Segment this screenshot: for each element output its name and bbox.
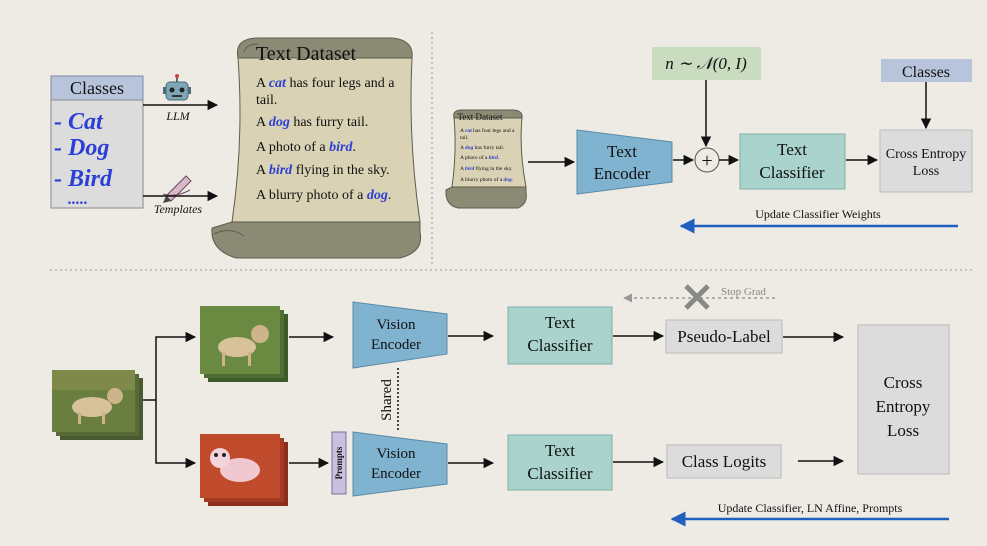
branch-up (155, 331, 197, 400)
svg-text:Class Logits: Class Logits (682, 452, 767, 471)
class-logits-box: Class Logits (666, 444, 782, 479)
svg-text:Classes: Classes (902, 64, 950, 81)
cross-entropy-loss-top: Cross Entropy Loss (879, 129, 973, 193)
svg-text:Loss: Loss (913, 164, 939, 179)
pseudo-label-box: Pseudo-Label (665, 319, 783, 354)
update-bottom-label: Update Classifier, LN Affine, Prompts (718, 501, 903, 515)
small-sentence: A bird flying in the sky. (460, 165, 513, 172)
small-sentence: A dog has furry tail. (460, 144, 505, 151)
noise-box: n ∼ 𝒩(0, I) (652, 47, 761, 80)
small-sentence: A photo of a bird. (460, 154, 500, 161)
classes-box-top: Classes (881, 59, 972, 82)
small-dataset-title: Text Dataset (457, 112, 503, 122)
plus-node: + (694, 147, 720, 173)
svg-text:Classifier: Classifier (527, 464, 592, 483)
templates-label: Templates (154, 202, 203, 216)
cross-entropy-loss-bottom: Cross Entropy Loss (857, 324, 950, 475)
svg-text:Pseudo-Label: Pseudo-Label (677, 327, 771, 346)
sentence-3: A photo of a bird. (256, 140, 356, 155)
sentence-4: A bird flying in the sky. (256, 163, 390, 178)
pen-icon (162, 175, 192, 203)
svg-text:Text: Text (545, 441, 575, 460)
weak-aug-image-stack (200, 306, 288, 382)
dataset-title: Text Dataset (256, 43, 357, 65)
sentence-2: A dog has furry tail. (256, 115, 368, 130)
sentence-1-cont: tail. (256, 93, 277, 108)
class-item-dog: - Dog (54, 135, 109, 161)
svg-text:Vision: Vision (376, 446, 416, 462)
text-classifier-top: Text Classifier (739, 133, 846, 190)
shared-label: Shared (379, 379, 395, 421)
svg-text:n ∼ 𝒩(0, I): n ∼ 𝒩(0, I) (665, 54, 747, 73)
small-sentence: tail. (460, 135, 469, 141)
svg-text:Text: Text (777, 140, 807, 159)
small-sentence: A cat has four legs and a (460, 127, 515, 134)
svg-text:Loss: Loss (887, 421, 919, 440)
update-classifier-weights-label: Update Classifier Weights (755, 207, 881, 221)
svg-text:Classifier: Classifier (527, 336, 592, 355)
svg-text:Cross: Cross (884, 373, 923, 392)
svg-text:Encoder: Encoder (371, 337, 421, 353)
stop-grad-label: Stop Grad (721, 286, 766, 298)
svg-text:Entropy: Entropy (876, 397, 931, 416)
svg-text:Text: Text (607, 142, 637, 161)
svg-text:+: + (701, 150, 712, 172)
stop-grad-x-icon (684, 284, 710, 310)
class-item-bird: - Bird (54, 166, 113, 192)
svg-text:Encoder: Encoder (594, 164, 651, 183)
text-classifier-bottom-bottom: Text Classifier (507, 434, 613, 491)
svg-text:Encoder: Encoder (371, 466, 421, 482)
svg-text:Prompts: Prompts (334, 446, 344, 479)
branch-down (155, 400, 197, 469)
input-dog-image-stack (52, 370, 143, 440)
svg-text:Cross Entropy: Cross Entropy (886, 147, 967, 162)
svg-text:Classifier: Classifier (759, 163, 824, 182)
sentence-1: A cat has four legs and a (256, 76, 395, 91)
sentence-5: A blurry photo of a dog. (256, 188, 391, 203)
text-encoder: Text Encoder (576, 129, 673, 195)
svg-text:Text: Text (545, 313, 575, 332)
vision-encoder-top: Vision Encoder (352, 301, 448, 369)
text-classifier-bottom-top: Text Classifier (507, 306, 613, 365)
class-item-ellipsis: ..... (68, 191, 88, 208)
robot-icon (163, 74, 191, 101)
strong-aug-image-stack (200, 434, 288, 506)
small-text-dataset-scroll: Text Dataset A cat has four legs and ata… (445, 109, 527, 209)
prompts-bar: Prompts (331, 431, 347, 495)
small-sentence: A blurry photo of a dog. (460, 176, 514, 183)
llm-label: LLM (165, 109, 190, 123)
class-item-cat: - Cat (54, 109, 104, 135)
svg-text:Vision: Vision (376, 317, 416, 333)
vision-encoder-bottom: Vision Encoder (352, 431, 448, 497)
text-dataset-scroll: Text Dataset A cat has four legs and a t… (211, 37, 422, 259)
classes-panel: Classes - Cat - Dog - Bird ..... (50, 75, 144, 209)
classes-header: Classes (70, 78, 124, 98)
